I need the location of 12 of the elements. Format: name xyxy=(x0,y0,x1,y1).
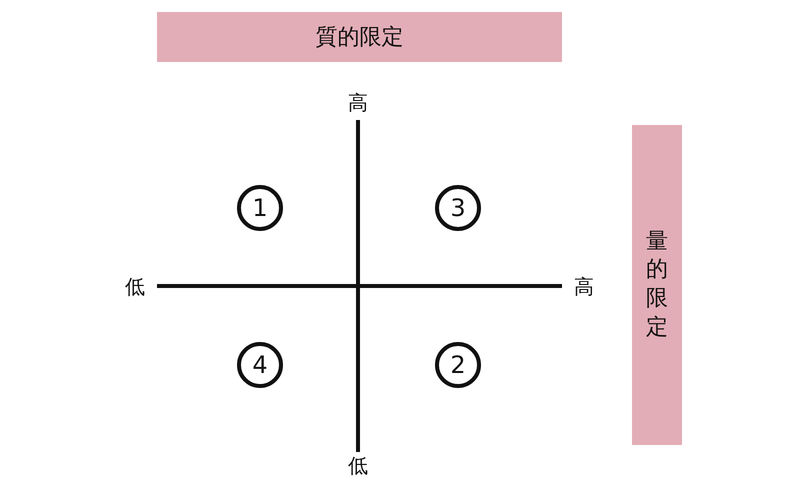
circled-number: 4 xyxy=(237,342,283,388)
circled-number: 2 xyxy=(435,342,481,388)
axis-label: 高 xyxy=(348,90,368,116)
category-band xyxy=(632,125,682,445)
axis-label: 高 xyxy=(574,274,594,300)
category-band xyxy=(157,12,562,62)
axis-label: 低 xyxy=(348,452,368,480)
band-label: 量的限定 xyxy=(645,228,669,342)
circled-number: 1 xyxy=(237,185,283,231)
circled-number: 3 xyxy=(435,185,481,231)
axis-label: 低 xyxy=(125,274,145,300)
band-label: 質的限定 xyxy=(316,24,404,52)
